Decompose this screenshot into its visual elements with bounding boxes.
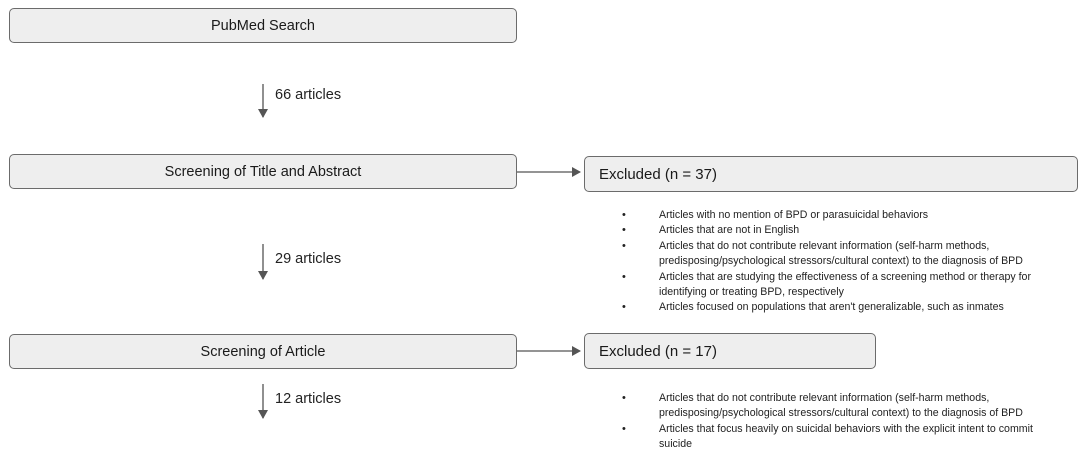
- reason-item: Articles that are not in English: [622, 223, 1062, 239]
- count-66-articles: 66 articles: [275, 87, 342, 103]
- screening-title-abstract-box: Screening of Title and Abstract: [9, 154, 517, 189]
- pubmed-search-label: PubMed Search: [211, 17, 315, 34]
- count-29-articles: 29 articles: [275, 251, 342, 267]
- excluded-37-label: Excluded (n = 37): [599, 165, 717, 183]
- reason-item: Articles focused on populations that are…: [622, 300, 1062, 316]
- pubmed-search-box: PubMed Search: [9, 8, 517, 43]
- excluded-17-box: Excluded (n = 17): [584, 333, 876, 369]
- screening-title-abstract-label: Screening of Title and Abstract: [164, 163, 362, 180]
- reason-item: Articles that are studying the effective…: [622, 270, 1062, 301]
- excluded-17-reasons: Articles that do not contribute relevant…: [622, 391, 1062, 453]
- excluded-37-box: Excluded (n = 37): [584, 156, 1078, 192]
- reason-item: Articles that focus heavily on suicidal …: [622, 422, 1062, 453]
- screening-article-label: Screening of Article: [200, 343, 326, 360]
- reason-item: Articles that do not contribute relevant…: [622, 391, 1062, 422]
- count-12-articles: 12 articles: [275, 391, 342, 407]
- excluded-17-label: Excluded (n = 17): [599, 342, 717, 360]
- screening-article-box: Screening of Article: [9, 334, 517, 369]
- reason-item: Articles that do not contribute relevant…: [622, 239, 1062, 270]
- reason-item: Articles with no mention of BPD or paras…: [622, 208, 1062, 224]
- excluded-37-reasons: Articles with no mention of BPD or paras…: [622, 208, 1062, 316]
